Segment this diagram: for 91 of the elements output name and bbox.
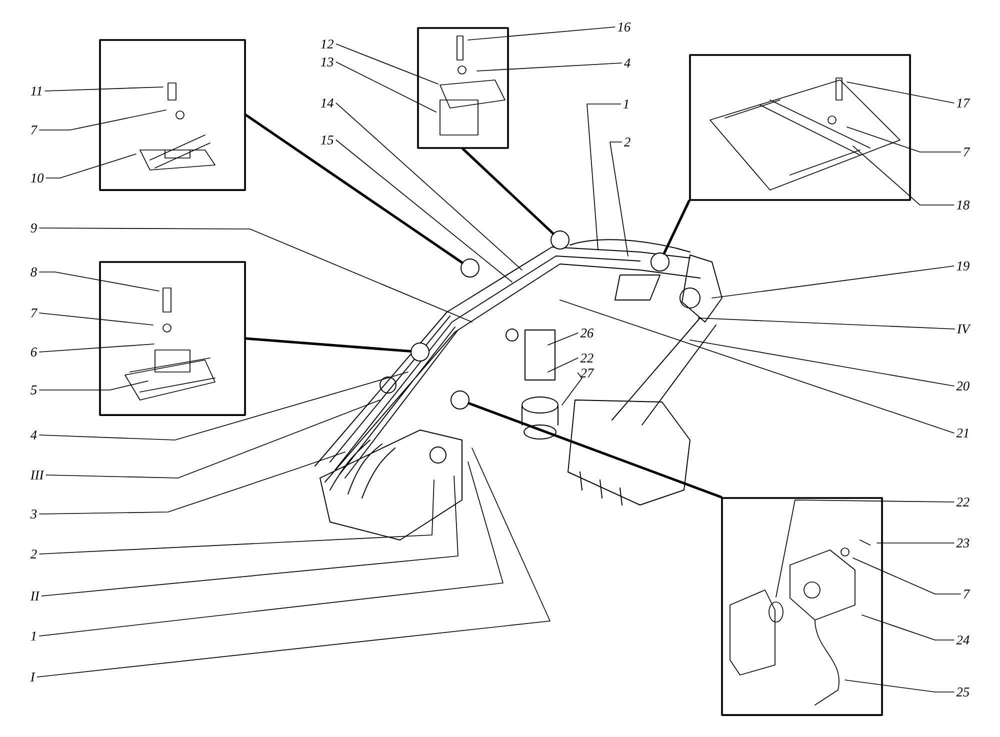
- callout-number: 18: [956, 200, 970, 210]
- callout-number: III: [30, 470, 44, 480]
- leader-line: [44, 86, 164, 92]
- leader-line: [610, 142, 628, 256]
- callout-number: II: [30, 592, 40, 600]
- callout-number: 2: [624, 138, 630, 146]
- inset-frame: [99, 39, 246, 191]
- inset-frame: [417, 27, 509, 149]
- callout-number: 3: [30, 510, 37, 518]
- leader-line: [876, 542, 954, 544]
- detail-circle: [410, 342, 430, 362]
- callout-number: 25: [956, 688, 970, 696]
- inset-frame: [99, 261, 246, 416]
- leader-line: [852, 146, 954, 206]
- callout-number: 1: [623, 100, 628, 108]
- callout-number: 7: [31, 126, 38, 134]
- callout-number: 17: [956, 98, 970, 108]
- leader-line: [712, 266, 954, 298]
- leader-line: [548, 358, 578, 372]
- leader-line: [662, 200, 690, 255]
- leader-line: [336, 44, 438, 84]
- leader-line: [690, 340, 954, 386]
- leader-line: [560, 300, 954, 434]
- callout-number: 7: [31, 308, 38, 318]
- leader-line: [39, 272, 160, 292]
- leader-line: [336, 62, 436, 112]
- callout-number: I: [30, 672, 36, 682]
- callout-number: 1: [30, 632, 36, 640]
- callout-number: 2: [30, 550, 37, 558]
- inset-frame: [689, 54, 911, 201]
- leader-line: [39, 312, 154, 326]
- leader-line: [244, 114, 464, 264]
- leader-line: [562, 372, 582, 406]
- callout-number: 20: [956, 382, 970, 391]
- callout-number: 5: [30, 386, 37, 394]
- callout-number: 15: [320, 136, 334, 144]
- leader-line: [846, 82, 954, 104]
- leader-line: [39, 452, 346, 514]
- leader-line: [462, 148, 554, 235]
- detail-circle: [450, 390, 470, 410]
- callout-number: 22: [580, 354, 594, 362]
- callout-number: 23: [956, 538, 970, 548]
- leader-line: [698, 318, 956, 330]
- leader-line: [244, 337, 412, 353]
- leader-line: [39, 110, 166, 130]
- callout-number: 6: [30, 348, 37, 356]
- leader-line: [776, 500, 954, 598]
- leader-line: [39, 228, 472, 322]
- callout-number: 16: [618, 22, 631, 32]
- leader-line: [468, 26, 616, 40]
- leader-line: [39, 372, 408, 440]
- leader-line: [862, 614, 954, 640]
- leader-line: [548, 332, 578, 346]
- callout-number: 21: [956, 428, 968, 438]
- callout-number: 22: [956, 498, 970, 506]
- detail-circle: [550, 230, 570, 250]
- leader-line: [39, 344, 154, 352]
- callout-number: 7: [964, 148, 970, 156]
- leader-line: [46, 154, 136, 178]
- leader-line: [46, 400, 380, 478]
- callout-number: 8: [30, 268, 37, 277]
- leader-line: [336, 140, 512, 282]
- leader-line: [586, 104, 621, 250]
- leader-line: [846, 126, 961, 152]
- leader-line: [852, 558, 961, 594]
- leader-line: [844, 680, 954, 692]
- inset-frame: [721, 497, 883, 716]
- leader-line: [39, 380, 148, 390]
- leader-line: [336, 102, 522, 270]
- callout-number: 19: [956, 262, 970, 270]
- leader-line: [36, 448, 550, 678]
- leader-line: [41, 476, 458, 596]
- detail-circle: [460, 258, 480, 278]
- detail-circle: [650, 252, 670, 272]
- callout-number: IV: [956, 324, 971, 334]
- leader-line: [476, 62, 622, 72]
- callout-number: 13: [320, 58, 334, 66]
- leader-line: [39, 462, 504, 636]
- callout-number: 11: [30, 86, 42, 96]
- callout-number: 14: [320, 98, 334, 108]
- callout-number: 7: [964, 590, 970, 598]
- callout-number: 12: [320, 40, 334, 48]
- leader-line: [468, 402, 722, 498]
- callout-number: 4: [624, 58, 630, 68]
- callout-number: 10: [30, 174, 44, 183]
- callout-number: 9: [30, 224, 37, 232]
- callout-number: 4: [30, 430, 37, 440]
- callout-number: 24: [956, 636, 970, 644]
- leader-line: [39, 480, 434, 554]
- callout-number: 26: [580, 328, 594, 338]
- callout-number: 27: [580, 368, 594, 378]
